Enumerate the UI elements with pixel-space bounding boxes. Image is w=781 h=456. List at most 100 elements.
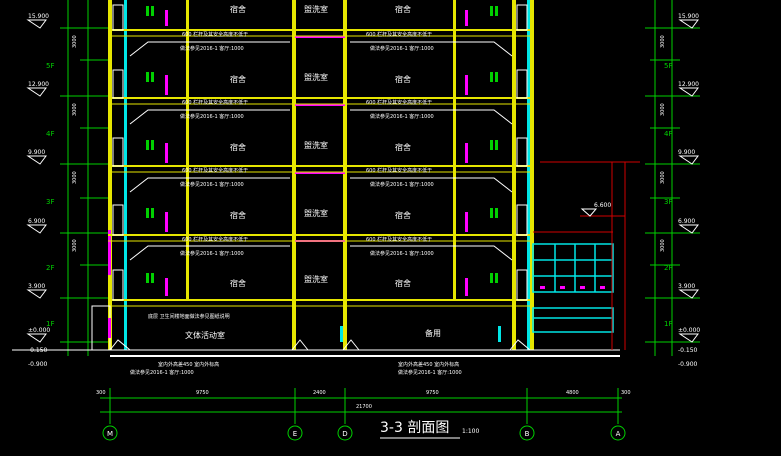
floor-5f-left: 5F (46, 62, 54, 70)
elev-low2-left: -0.900 (28, 361, 48, 368)
side-dim-r4: 3000 (660, 239, 666, 252)
room-dorm-4-right: 宿舍 (395, 74, 411, 84)
note-rail-5-r: 600 栏杆及其安全高度不低于 (366, 31, 432, 38)
elevation-markers-left (26, 19, 47, 343)
floor-notes: 600 栏杆及其安全高度不低于 600 栏杆及其安全高度不低于 做法参见2016… (148, 31, 434, 320)
note-floor-5-r: 做法参见2016-1 客厅:1000 (370, 45, 434, 52)
note-rail-5-l: 600 栏杆及其安全高度不低于 (182, 31, 248, 38)
elev-3f-right: 6.900 (678, 218, 695, 225)
slab-second-lines (108, 35, 534, 307)
side-dim-r3: 3000 (660, 171, 666, 184)
note-first-r: 做法参见2016-1 客厅:1000 (398, 369, 462, 376)
right-window-stack (516, 4, 528, 301)
room-b-5: 盥洗室 (304, 4, 328, 14)
note-floor-3-r: 做法参见2016-1 客厅:1000 (370, 181, 434, 188)
left-dimension-column (60, 0, 110, 356)
floor-5f-right: 5F (664, 62, 672, 70)
axis-a: A (616, 430, 621, 438)
room-dorm-5-right: 宿舍 (395, 4, 411, 14)
room-b-2: 盥洗室 (304, 208, 328, 218)
ground-floor (12, 305, 620, 357)
side-dim-2: 3000 (72, 103, 78, 116)
side-dim-1: 3000 (72, 35, 78, 48)
elev-1f-right: ±0.000 (678, 327, 700, 334)
elev-top-right: 15.900 (678, 13, 699, 20)
elev-5f-right: 12.900 (678, 81, 699, 88)
room-dorm-5-left: 宿舍 (230, 4, 246, 14)
room-b-3: 盥洗室 (304, 140, 328, 150)
dim-total: 21700 (356, 404, 372, 410)
floor-3f-right: 3F (664, 198, 672, 206)
room-b-1: 盥洗室 (304, 274, 328, 284)
axis-e: E (293, 430, 297, 438)
note-floor-5-l: 做法参见2016-1 客厅:1000 (180, 45, 244, 52)
elevation-markers-right (678, 19, 699, 343)
floor-1f-left: 1F (46, 320, 54, 328)
outer-walls (108, 0, 534, 350)
green-marks (146, 6, 498, 283)
side-dim-r1: 3000 (660, 35, 666, 48)
note-rail-4-l: 600 栏杆及其安全高度不低于 (182, 99, 248, 106)
note-floor-2-r: 做法参见2016-1 客厅:1000 (370, 250, 434, 257)
bottom-dim-texts: 300 9750 2400 9750 4800 300 21700 (96, 390, 631, 410)
dim-end-right: 300 (621, 390, 631, 396)
annex-structure (532, 243, 614, 333)
elev-top-left: 15.900 (28, 13, 49, 20)
elev-4f-left: 9.900 (28, 149, 45, 156)
axis-m: M (107, 430, 113, 438)
elev-low2-right: -0.900 (678, 361, 698, 368)
dim-e-d: 2400 (313, 390, 326, 396)
note-floor-4-r: 做法参见2016-1 客厅:1000 (370, 113, 434, 120)
side-dim-3: 3000 (72, 171, 78, 184)
ceiling-beams (129, 41, 513, 261)
floor-2f-left: 2F (46, 264, 54, 272)
note-first-l: 做法参见2016-1 客厅:1000 (130, 369, 194, 376)
drawing-scale: 1:100 (462, 428, 479, 435)
drawing-title: 3-3 剖面图 (380, 420, 449, 436)
floor-4f-left: 4F (46, 130, 54, 138)
door-openings (108, 10, 468, 296)
room-b-4: 盥洗室 (304, 72, 328, 82)
elev-1f-left: ±0.000 (28, 327, 50, 334)
elev-4f-right: 9.900 (678, 149, 695, 156)
note-rail-3-r: 600 栏杆及其安全高度不低于 (366, 167, 432, 174)
dim-m-e: 9750 (196, 390, 209, 396)
elev-5f-left: 12.900 (28, 81, 49, 88)
side-row-dims: 3000 3000 3000 3000 3000 3000 3000 3000 (72, 35, 666, 252)
room-dorm-3-right: 宿舍 (395, 142, 411, 152)
note-rail-3-l: 600 栏杆及其安全高度不低于 (182, 167, 248, 174)
axis-labels: M E D B A (107, 430, 621, 438)
axis-bubbles (102, 425, 626, 441)
room-dorm-2-right: 宿舍 (395, 210, 411, 220)
annex-elev: 6.600 (594, 202, 611, 209)
floor-1f-right: 1F (664, 320, 672, 328)
room-labels: 宿舍 宿舍 盥洗室 宿舍 宿舍 盥洗室 宿舍 宿舍 盥洗室 宿舍 宿舍 盥洗室 … (185, 4, 441, 340)
room-dorm-1-right: 宿舍 (395, 278, 411, 288)
side-dim-4: 3000 (72, 239, 78, 252)
elev-3f-left: 6.900 (28, 218, 45, 225)
axis-b: B (525, 430, 530, 438)
note-rail-2-r: 600 栏杆及其安全高度不低于 (366, 236, 432, 243)
bottom-dimensions (100, 388, 622, 424)
room-dorm-3-left: 宿舍 (230, 142, 246, 152)
ground-notes: 室内外高差450 室内外标高 室内外高差450 室内外标高 做法参见2016-1… (130, 361, 462, 376)
axis-d: D (342, 430, 347, 438)
room-dorm-4-left: 宿舍 (230, 74, 246, 84)
side-dim-r2: 3000 (660, 103, 666, 116)
note-floor-3-l: 做法参见2016-1 客厅:1000 (180, 181, 244, 188)
floor-2f-right: 2F (664, 264, 672, 272)
room-dorm-1-left: 宿舍 (230, 278, 246, 288)
note-floor-4-l: 做法参见2016-1 客厅:1000 (180, 113, 244, 120)
right-dimension-column (645, 0, 700, 356)
annex-outline (533, 161, 640, 350)
left-window-stack (112, 4, 124, 301)
elev-2f-right: 3.900 (678, 283, 695, 290)
note-ground-r: 室内外高差450 室内外标高 (398, 361, 459, 368)
dim-d-b: 9750 (426, 390, 439, 396)
note-rail-2-l: 600 栏杆及其安全高度不低于 (182, 236, 248, 243)
annex-marks (540, 286, 605, 289)
room-spare: 备用 (425, 328, 441, 338)
room-activity: 文体活动室 (185, 330, 225, 340)
room-dorm-2-left: 宿舍 (230, 210, 246, 220)
